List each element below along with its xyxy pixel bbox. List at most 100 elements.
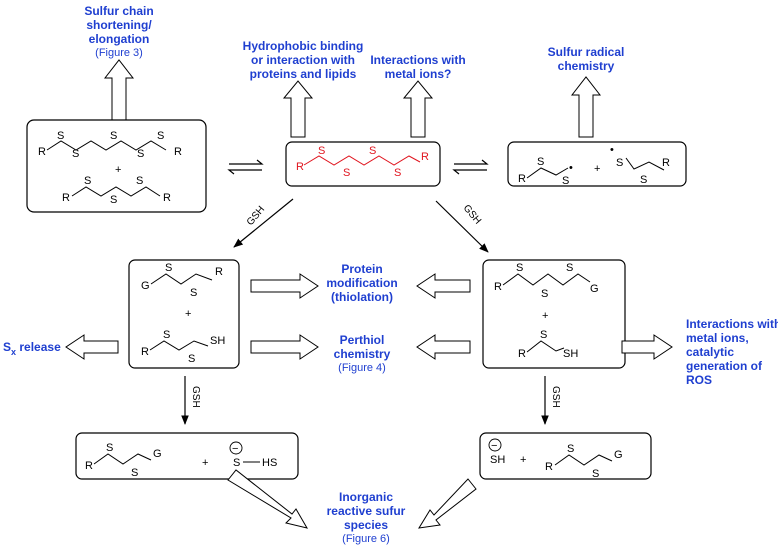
atom-SH: SH [490,454,505,466]
label-metal-ions: Interactions with metal ions? [370,53,465,81]
charge-minus: − [232,443,238,455]
plus-sign: + [542,310,548,322]
equilibrium-arrow-right [452,159,489,175]
label-perthiol-line1: Perthiol [340,333,385,347]
label-perthiol-line2: chemistry [334,347,391,361]
label-sx-rest: release [16,340,61,354]
atom-S: S [137,148,144,160]
molecule-R-S4-R: R S S S S S R [38,130,182,160]
label-protein-modification: Protein modification (thiolation) [326,262,397,304]
atom-S: S [369,145,376,157]
molecule-R-S3-R: R S S S R [62,175,171,206]
label-ros-line4: generation of [686,359,763,373]
plus-sign: + [594,163,600,175]
label-sx-s: S [3,340,11,354]
atom-R: R [494,281,502,293]
label-metal-line1: Interactions with [370,53,465,67]
atom-S: S [343,167,350,179]
atom-R: R [662,157,670,169]
atom-R: R [141,346,149,358]
atom-SH: SH [210,335,225,347]
molecule-anion-S-HS: − S HS [229,441,277,469]
charge-circle [229,441,243,455]
hollow-arrow-right-ros [621,334,673,360]
charge-circle [488,438,502,452]
label-sulfur-chain-line1: Sulfur chain [84,4,153,18]
atom-SH: SH [563,348,578,360]
atom-R: R [518,173,526,185]
molecule-radical-SSR: • S S R [610,144,670,186]
box-left-middle [128,259,240,369]
atom-S: S [84,175,91,187]
hollow-arrow-left-protein [416,273,471,299]
equilibrium-arrow-left [227,159,264,175]
atom-G: G [141,280,150,292]
atom-S: S [106,442,113,454]
atom-S: S [136,175,143,187]
molecule-R-S2-SH: R S S SH [141,329,225,365]
atom-S: S [233,457,240,469]
atom-S: S [540,329,547,341]
atom-G: G [590,283,599,295]
atom-G: G [153,448,162,460]
arrow-gsh-right [435,200,489,253]
atom-S: S [592,468,599,480]
hollow-arrow-left-perthiol [416,334,471,360]
atom-HS: HS [262,457,277,469]
atom-R: R [174,146,182,158]
label-inorganic-line1: Inorganic [339,490,393,504]
label-protein-line2: modification [326,276,397,290]
label-ros-line2: metal ions, [686,331,749,345]
molecule-G-S2-R: G S S R [141,262,223,299]
atom-S: S [157,130,164,142]
atom-R: R [62,192,70,204]
label-inorganic: Inorganic reactive sufur species (Figure… [327,490,406,545]
atom-S: S [640,174,647,186]
atom-R: R [421,151,429,163]
atom-R: R [518,348,526,360]
label-hydrophobic-line1: Hydrophobic binding [243,39,364,53]
atom-R: R [215,266,223,278]
atom-S: S [110,194,117,206]
label-radical-line1: Sulfur radical [548,45,625,59]
atom-S: S [516,262,523,274]
box-radicals [507,141,687,187]
label-sulfur-chain: Sulfur chain shortening/ elongation (Fig… [84,4,153,59]
box-bottom-right [479,432,652,480]
molecule-R-S3-G: R S S S G [494,262,599,300]
atom-S: S [72,148,79,160]
label-ros: Interactions with metal ions, catalytic … [686,317,778,387]
label-hydrophobic-line3: proteins and lipids [250,67,357,81]
hollow-arrow-right-perthiol [250,334,319,360]
label-hydrophobic-line2: or interaction with [251,53,355,67]
hollow-arrow-diag-right [418,478,477,529]
atom-R: R [545,461,553,473]
label-radical-line2: chemistry [558,59,615,73]
atom-R: R [85,460,93,472]
arrow-gsh-left [233,198,294,248]
label-sulfur-chain-line3: elongation [89,32,150,46]
label-protein-line1: Protein [341,262,382,276]
label-figure3: (Figure 3) [95,47,143,59]
label-gsh: GSH [461,203,483,227]
atom-S: S [562,175,569,187]
atom-S: S [318,145,325,157]
hollow-arrow-up-metal [402,80,434,138]
hollow-arrow-left-sx [65,334,119,360]
atom-R: R [38,146,46,158]
box-bottom-left [75,432,299,480]
label-sulfur-chain-line2: shortening/ [86,18,152,32]
label-ros-line3: catalytic [686,345,734,359]
molecule-central-red: R S S S S R [296,145,429,179]
label-ros-line5: ROS [686,373,712,387]
hollow-arrow-right-protein [250,273,319,299]
hollow-arrow-up-hydrophobic [282,80,314,138]
atom-S: S [616,157,623,169]
hollow-arrow-up-radical [570,76,602,138]
atom-R: R [296,161,304,173]
radical-dot: • [569,162,573,174]
atom-S: S [165,262,172,274]
molecule-R-S2-G-right: R S S G [545,443,623,480]
box-tetrasulfide-trisulfide [26,119,207,213]
